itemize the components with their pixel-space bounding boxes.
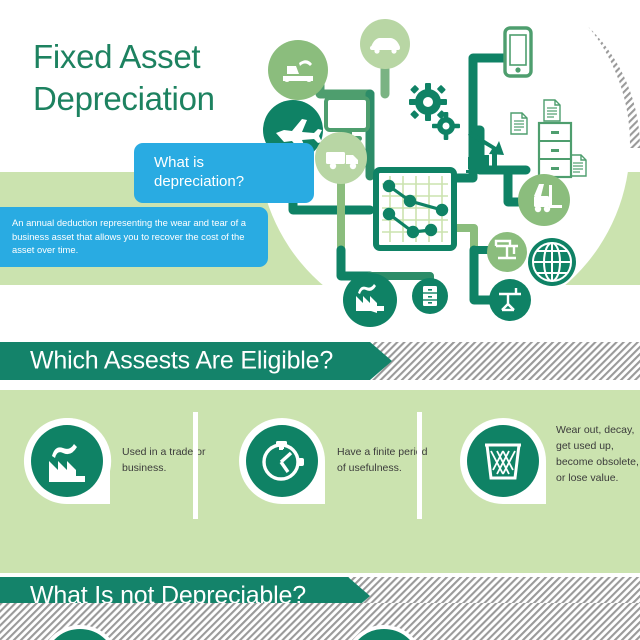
globe-node — [528, 238, 576, 286]
page-title: Fixed Asset Depreciation — [33, 36, 313, 120]
eligible-card-1: Used in a trade or business. — [22, 416, 222, 536]
desk-chair-node — [489, 279, 531, 321]
section-header-label: Which Assests Are Eligible? — [30, 346, 334, 375]
asset-network-diagram — [263, 19, 587, 327]
question-line-2: depreciation? — [154, 173, 245, 190]
file-cabinet-node — [537, 121, 573, 179]
bottom-stripes-background — [0, 603, 640, 640]
forklift-node — [518, 174, 570, 226]
truck-node — [315, 132, 367, 184]
stopwatch-icon — [239, 418, 325, 504]
declining-bar-chart-node — [466, 131, 504, 173]
eligible-card-1-text: Used in a trade or business. — [122, 446, 206, 474]
eligible-card-2: Have a finite period of usefulness. — [237, 416, 437, 536]
eligible-card-3: Wear out, decay, get used up, become obs… — [458, 416, 639, 536]
definition-callout: An annual deduction representing the wea… — [0, 207, 268, 267]
card-divider-2 — [417, 412, 422, 519]
eligible-card-3-text: Wear out, decay, get used up, become obs… — [556, 424, 639, 484]
question-line-1: What is — [154, 154, 205, 171]
page-title-line-2: Depreciation — [33, 80, 215, 117]
eligible-card-2-text: Have a finite period of usefulness. — [337, 446, 428, 474]
page-title-line-1: Fixed Asset — [33, 38, 201, 75]
sewing-machine-node — [487, 232, 527, 272]
excavator-node — [268, 40, 328, 100]
card-divider-1 — [193, 412, 198, 519]
question-callout: What is depreciation? — [134, 143, 314, 203]
wastebasket-icon — [460, 418, 546, 504]
cabinet-small-node — [412, 278, 448, 314]
line-chart-grid-node — [373, 167, 457, 251]
smartphone-node — [503, 26, 533, 78]
factory-icon — [23, 418, 112, 505]
section-ribbon-eligible — [0, 342, 392, 380]
hero-section: Fixed Asset Depreciation What is depreci… — [0, 0, 640, 327]
gears-node — [409, 83, 460, 140]
car-node — [360, 19, 410, 69]
factory-node — [343, 273, 397, 327]
